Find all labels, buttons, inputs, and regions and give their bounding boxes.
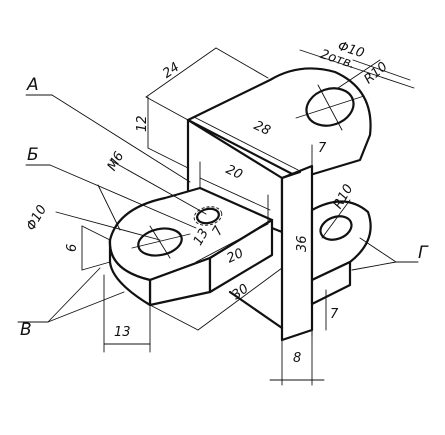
dim-7-top: 7 xyxy=(318,141,327,156)
right-ear-hole xyxy=(319,215,353,241)
plate-front-face xyxy=(280,164,314,342)
dimension-lines xyxy=(55,47,415,386)
dim-r10-top: R10 xyxy=(361,59,390,87)
dim-28: 28 xyxy=(251,118,272,139)
dim-7-bottom: 7 xyxy=(330,307,339,322)
base-side-face xyxy=(108,238,152,307)
dim-36: 36 xyxy=(295,235,310,252)
label-v: В xyxy=(20,320,32,340)
threaded-hole-m6 xyxy=(196,207,220,225)
dim-8: 8 xyxy=(293,351,301,366)
dim-20-upper: 20 xyxy=(223,162,244,183)
dim-12: 12 xyxy=(135,115,150,132)
right-ear xyxy=(310,200,372,306)
dim-m6: M6 xyxy=(105,149,128,173)
label-g: Г xyxy=(418,243,429,263)
dim-20-lower: 20 xyxy=(225,246,246,267)
vertical-plate xyxy=(186,67,372,342)
top-ear-face xyxy=(186,67,372,180)
dim-phi10-left: Φ10 xyxy=(24,203,50,234)
dim-24: 24 xyxy=(160,60,182,82)
dim-13-mid: 13 xyxy=(191,226,212,248)
dim-6: 6 xyxy=(65,244,80,252)
base-plate xyxy=(108,186,284,330)
dim-13-bottom: 13 xyxy=(114,325,131,340)
dim-30: 30 xyxy=(229,281,251,303)
letter-leaders xyxy=(17,94,419,323)
label-a: А xyxy=(26,75,39,95)
label-b: Б xyxy=(27,145,39,165)
